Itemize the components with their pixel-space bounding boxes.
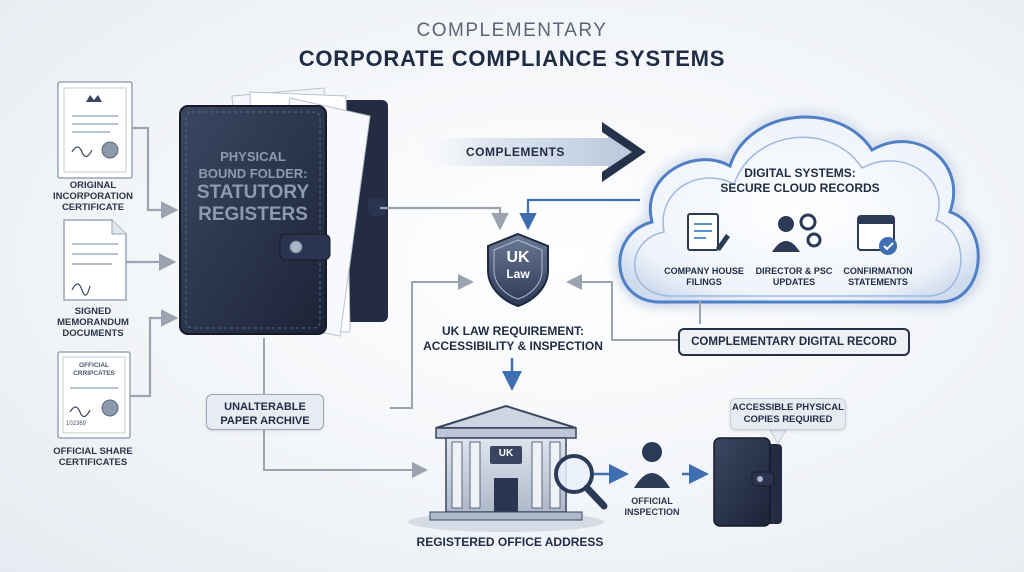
cloud-item-line: UPDATES [772,277,816,287]
inspection-line: INSPECTION [624,507,680,517]
memorandum-document-icon [63,219,127,301]
share-certificates-label: OFFICIAL SHARE CERTIFICATES [38,446,148,468]
folder-line: STATUTORY [196,182,310,203]
label-line: OFFICIAL SHARE [53,446,133,457]
cloud-item-company-house: COMPANY HOUSE FILINGS [656,266,752,288]
statutory-register-folder [179,87,388,337]
folder-line: PHYSICAL [220,149,286,164]
uk-law-shield [487,232,549,308]
building-sign: UK [498,448,514,459]
diagram-title: CORPORATE COMPLIANCE SYSTEMS [298,46,726,71]
digital-record-label: COMPLEMENTARY DIGITAL RECORD [678,328,910,356]
share-certificate-text: OFFICIAL CRRIPCATES [64,362,124,378]
folder-line: REGISTERS [198,204,308,225]
director-psc-icon [772,213,822,252]
label-line: CERTIFICATE [61,202,125,213]
accessible-line: ACCESSIBLE PHYSICAL [732,402,844,413]
law-line: ACCESSIBILITY & INSPECTION [423,339,603,353]
secure-cloud [618,115,980,304]
cloud-item-director-psc: DIRECTOR & PSC UPDATES [746,266,842,288]
label-line: CRRIPCATES [73,370,115,377]
incorporation-certificate-label: ORIGINAL INCORPORATION CERTIFICATE [38,180,148,213]
accessible-copies-label: ACCESSIBLE PHYSICAL COPIES REQUIRED [730,398,846,430]
label-line: OFFICIAL [79,362,109,369]
paper-archive-label: UNALTERABLE PAPER ARCHIVE [206,394,324,430]
inspector-person-icon [634,442,670,488]
complements-label: COMPLEMENTS [466,145,565,159]
archive-line: UNALTERABLE [224,401,306,413]
physical-copies-folder [713,437,782,527]
cloud-item-line: COMPANY HOUSE [664,266,744,276]
label-line: ORIGINAL [69,180,117,191]
cloud-item-line: FILINGS [686,277,722,287]
shield-line: UK [506,249,530,266]
share-certificate-icon [57,351,131,439]
shield-label: UK Law [490,250,546,282]
share-certificate-number: 102369 [66,421,87,427]
cloud-title-line: SECURE CLOUD RECORDS [720,181,880,195]
law-line: UK LAW REQUIREMENT: [442,324,584,338]
inspection-label: OFFICIAL INSPECTION [614,496,690,518]
registered-office-building [408,404,608,532]
law-requirement-label: UK LAW REQUIREMENT: ACCESSIBILITY & INSP… [408,324,618,354]
archive-line: PAPER ARCHIVE [220,415,310,427]
registered-office-label: REGISTERED OFFICE ADDRESS [416,535,604,549]
accessible-line: COPIES REQUIRED [743,414,833,425]
diagram-subtitle: COMPLEMENTARY [416,20,608,41]
label-line: SIGNED [74,306,112,317]
folder-line: BOUND FOLDER: [198,166,308,181]
label-line: MEMORANDUM [57,317,129,328]
shield-line: Law [506,267,530,281]
inspection-line: OFFICIAL [631,496,673,506]
cloud-title-line: DIGITAL SYSTEMS: [744,166,856,180]
company-house-filings-icon [687,213,730,251]
incorporation-certificate-icon [57,81,133,179]
label-line: CERTIFICATES [58,457,128,468]
cloud-item-line: DIRECTOR & PSC [755,266,833,276]
confirmation-calendar-icon [857,215,897,255]
label-line: INCORPORATION [52,191,134,202]
cloud-item-line: CONFIRMATION [843,266,913,276]
cloud-item-line: STATEMENTS [848,277,908,287]
cloud-title: DIGITAL SYSTEMS: SECURE CLOUD RECORDS [700,166,900,196]
folder-label: PHYSICAL BOUND FOLDER: STATUTORY REGISTE… [186,148,320,226]
memorandum-label: SIGNED MEMORANDUM DOCUMENTS [38,306,148,339]
label-line: DOCUMENTS [62,328,124,339]
cloud-item-confirmation: CONFIRMATION STATEMENTS [830,266,926,288]
